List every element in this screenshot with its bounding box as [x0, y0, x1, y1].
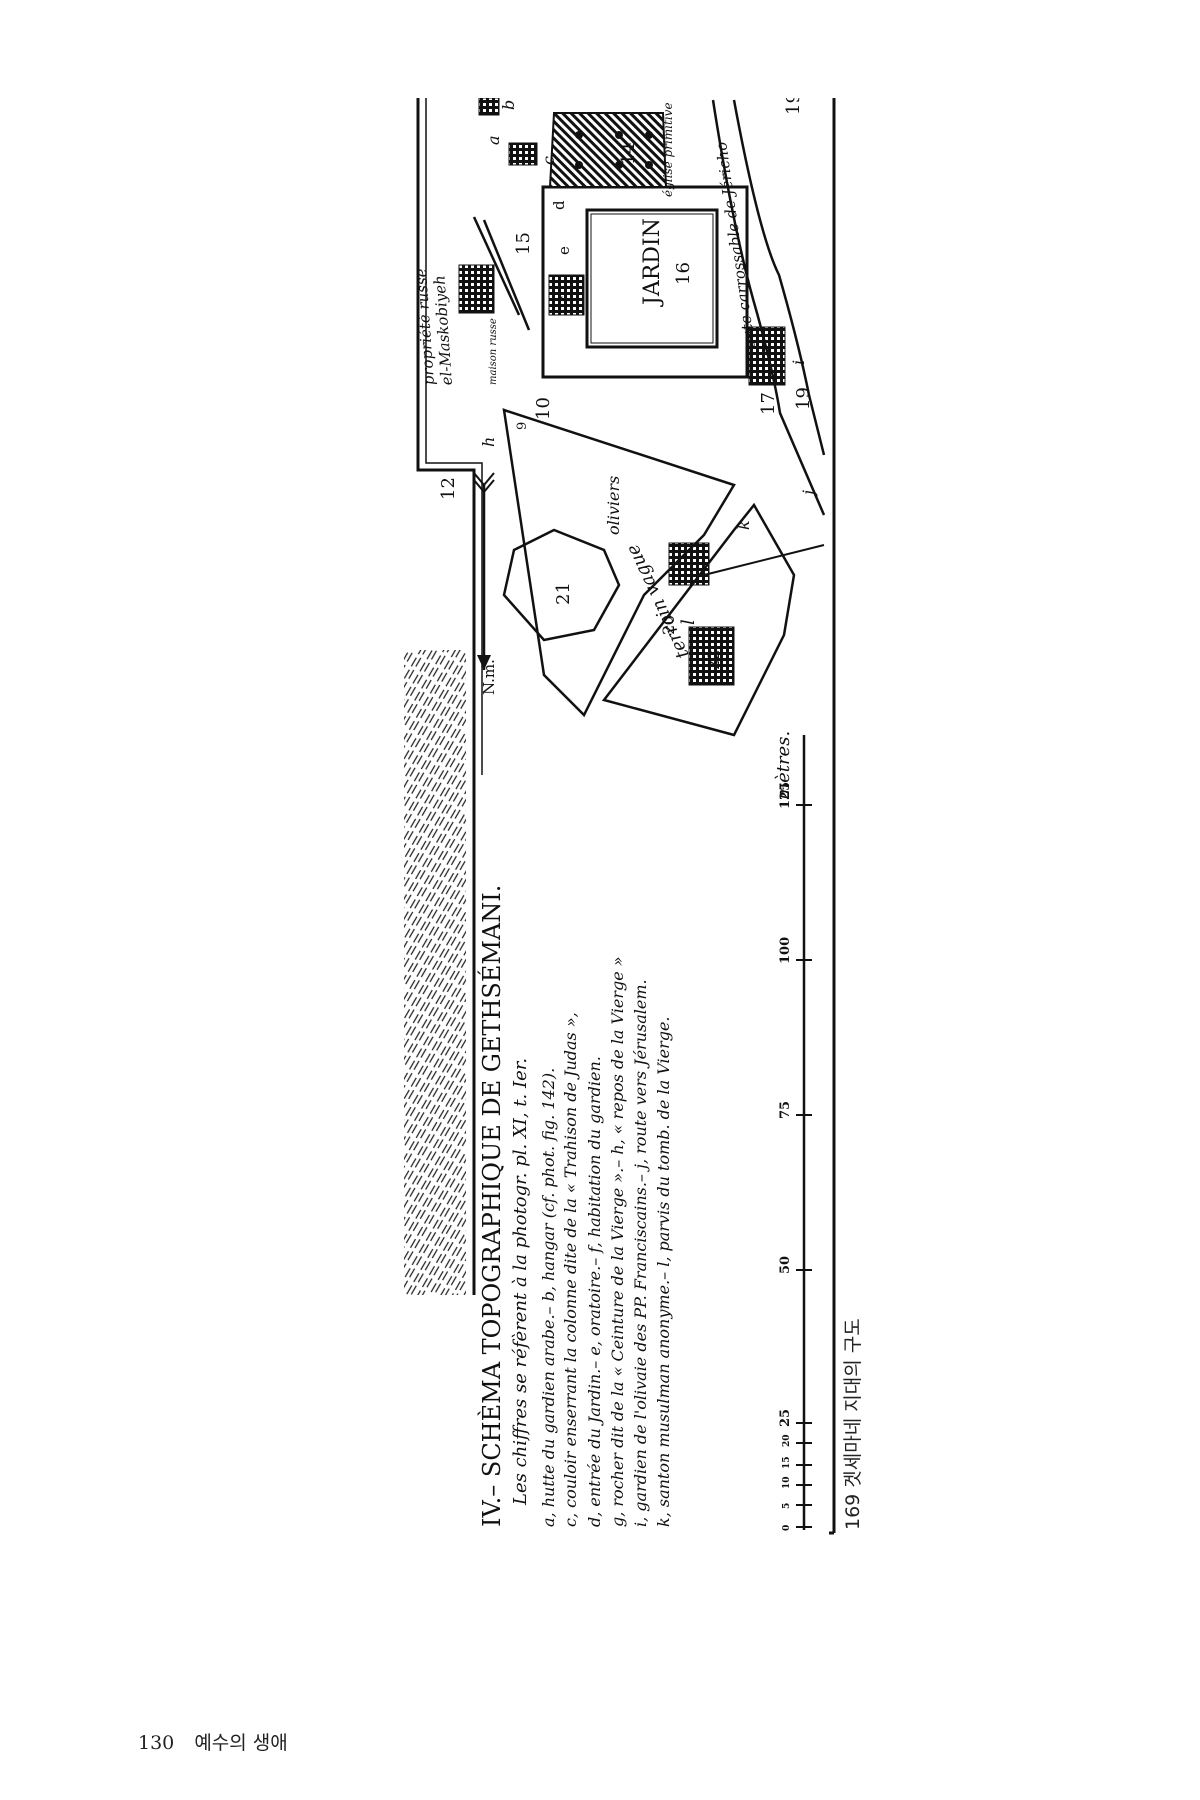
label-north: N.m. [480, 659, 498, 695]
scale-tick-label: 10 [782, 1476, 792, 1489]
building-f [548, 274, 585, 316]
map-number: 21 [553, 582, 574, 605]
map-number: 22 [704, 650, 723, 670]
building-b [478, 98, 500, 116]
map-letter: h [479, 437, 498, 447]
figure-caption: 169 겟세마네 지대의 구도 [842, 1318, 864, 1530]
vegetation-hatching [404, 650, 466, 1295]
figure-title: IV.– SCHÈMA TOPOGRAPHIQUE DE GETHSÉMANI. [477, 885, 506, 1527]
legend-line: g, rocher dit de la « Ceinture de la Vie… [608, 956, 627, 1527]
gethsemane-map-figure: propriété russe el-Maskobiyeh maison rus… [404, 98, 837, 1535]
scale-tick-label: 0 [782, 1525, 792, 1531]
legend-line: d, entrée du Jardin.– e, oratoire.– f, h… [585, 1056, 604, 1527]
legend-line: k, santon musulman anonyme.– l, parvis d… [654, 1016, 673, 1527]
map-number: 19 [793, 387, 814, 410]
outer-wall [416, 98, 476, 1295]
label-oliviers: oliviers [604, 476, 623, 535]
scale-unit: mètres. [773, 731, 794, 800]
map-number: 12 [438, 477, 459, 500]
map-letter: l [678, 619, 699, 625]
scale-tick-label: 50 [778, 1256, 793, 1274]
scale-tick-label: 5 [782, 1503, 792, 1509]
scale-tick-label: 25 [778, 1409, 793, 1427]
road-jericho-right [732, 99, 826, 456]
church-14 [548, 112, 668, 188]
map-number: 17 [758, 392, 779, 415]
map-letter: k [734, 520, 753, 530]
legend-line: i, gardien de l'olivaie des PP. Francisc… [631, 979, 650, 1527]
map-letter: i [789, 360, 808, 365]
scale-tick-label: 125 [778, 782, 793, 809]
map-number: 10 [533, 397, 554, 420]
map-letter: c [539, 156, 558, 165]
page-footer: 130 예수의 생애 [138, 1728, 302, 1755]
map-number: 9 [515, 422, 530, 430]
scale-tick-label: 20 [782, 1434, 792, 1447]
map-letter: j [799, 490, 818, 498]
oliviers-area [502, 408, 736, 718]
map-number: 15 [513, 232, 534, 255]
area-21 [502, 528, 621, 642]
map-number: 19 [783, 98, 804, 115]
label-maison-russe: maison russe [488, 318, 499, 385]
map-letter: f [558, 296, 576, 303]
page-number: 130 [138, 1732, 175, 1754]
map-drawing: propriété russe el-Maskobiyeh maison rus… [404, 98, 836, 1535]
garden-inner [585, 208, 719, 349]
road-jericho-left [711, 99, 826, 516]
terrain-vague-area [601, 502, 796, 737]
legend-line: c, couloir enserrant la colonne dite de … [561, 1012, 580, 1527]
scale-tick-label: 75 [778, 1101, 793, 1119]
map-number: 16 [673, 262, 694, 285]
label-eglise-primitive: église primitive [661, 102, 675, 197]
scale-tick-label: 15 [782, 1456, 792, 1469]
legend-line: a, hutte du gardien arabe.– b, hangar (c… [539, 1068, 558, 1527]
label-route-jericho: route carrossable de Jéricho [712, 141, 760, 357]
bottom-frame-line [829, 98, 836, 1535]
building-22 [688, 626, 735, 686]
scale-tick-label: 100 [778, 937, 793, 964]
map-letter: e [555, 246, 573, 255]
map-letter: a [484, 135, 503, 145]
map-letter: d [550, 200, 568, 210]
figure-intro: Les chiffres se réfèrent à la photogr. p… [510, 1058, 531, 1506]
label-jardin: JARDIN [640, 218, 665, 307]
map-number: 20 [659, 615, 678, 635]
maison-russe [458, 264, 495, 314]
book-title: 예수의 생애 [194, 1732, 288, 1754]
map-number: 14 [618, 142, 639, 165]
building-a [508, 142, 538, 166]
map-letter: b [499, 100, 518, 110]
